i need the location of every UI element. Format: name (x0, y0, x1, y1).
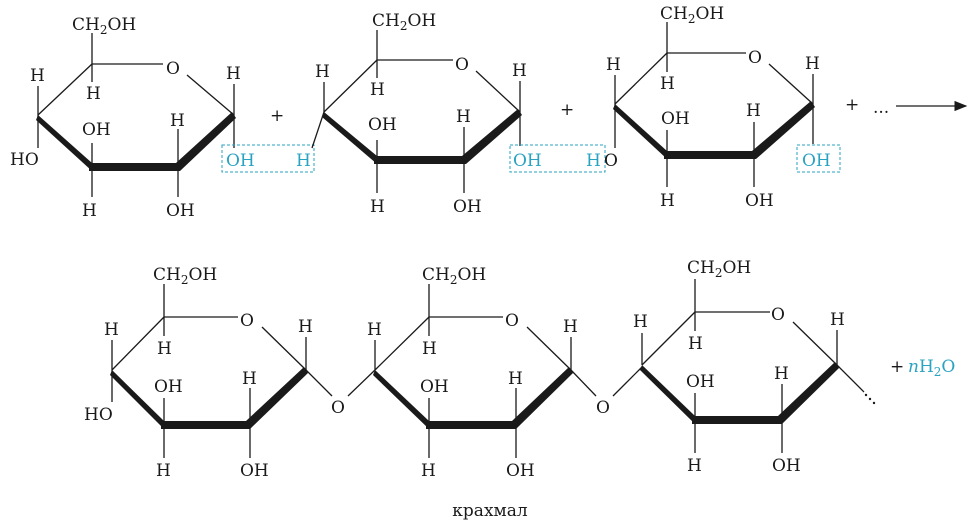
hydroxyl-label: OH (453, 197, 482, 217)
hydrogen-label: H (296, 151, 311, 171)
hydroxyl-label: OH (166, 201, 195, 221)
hydroxyl-label: OH (772, 456, 801, 476)
ring-oxygen: O (771, 305, 785, 325)
hydroxyl-label: OH (154, 377, 183, 397)
hydrogen-label: H (315, 62, 330, 82)
ring-oxygen: O (240, 311, 254, 331)
hydrogen-label: H (805, 54, 820, 74)
hydrogen-label: H (104, 320, 119, 340)
water-formula: nH2O (908, 357, 955, 379)
ring-oxygen: O (748, 48, 762, 68)
chain-continuation (864, 393, 876, 405)
glucose-ring-2 (322, 59, 522, 164)
ring-oxygen: O (505, 311, 519, 331)
caption-starch: крахмал (452, 501, 528, 521)
hydrogen-label: H (774, 364, 789, 384)
hydrogen-label: H (660, 191, 675, 211)
hydrogen-label: H (606, 55, 621, 75)
plus-sign: + (560, 100, 574, 120)
ch2oh-group: CH2OH (72, 15, 136, 37)
glucose-molecule-1: CH2OH O H H HO H OH H H OH (10, 15, 241, 221)
hydrogen-label: H (82, 201, 97, 221)
hydrogen-label: H (746, 101, 761, 121)
starch-unit-2: CH2OH O H H H OH H H OH (367, 265, 597, 481)
hydroxyl-label: OH (240, 461, 269, 481)
hydrogen-label: H (421, 461, 436, 481)
hydrogen-label: H (687, 456, 702, 476)
hydroxyl-label: OH (802, 151, 831, 171)
hydroxyl-label: HO (10, 150, 39, 170)
hydrogen-label: H (30, 66, 45, 86)
glucose-molecule-3: CH2OH O H H O H OH H H OH (604, 4, 820, 211)
hydrogen-label: H (157, 339, 172, 359)
hydrogen-label: H (86, 84, 101, 104)
hydroxyl-label: OH (368, 115, 397, 135)
plus-sign: + (890, 357, 904, 377)
hydrogen-label: H (512, 61, 527, 81)
hydrogen-label: H (660, 74, 675, 94)
plus-sign: + (270, 106, 284, 126)
ring-oxygen: O (166, 59, 180, 79)
hydrogen-label: H (422, 339, 437, 359)
starch-unit-1: CH2OH O H H HO H OH H H OH (84, 265, 333, 481)
hydrogen-label: H (367, 320, 382, 340)
ch2oh-group: CH2OH (687, 258, 751, 280)
hydroxyl-label: OH (513, 151, 542, 171)
hydroxyl-label: OH (506, 461, 535, 481)
ring-oxygen: O (604, 151, 618, 171)
glucose-ring-3 (613, 52, 815, 159)
hydrogen-label: H (170, 111, 185, 131)
hydroxyl-label: OH (420, 377, 449, 397)
hydrogen-label: H (298, 317, 313, 337)
hydrogen-label: H (563, 317, 578, 337)
starch-ring-3 (640, 311, 839, 424)
water-elimination-box-2: OH H (509, 144, 606, 173)
water-elimination-box-3: OH (796, 144, 841, 173)
hydroxyl-label: OH (686, 372, 715, 392)
plus-sign: + (845, 95, 859, 115)
ellipsis: ... (873, 98, 889, 118)
glucose-ring-1 (36, 63, 236, 171)
ch2oh-group: CH2OH (372, 11, 436, 33)
hydroxyl-label: OH (661, 109, 690, 129)
bridge-oxygen: O (331, 398, 345, 418)
ch2oh-group: CH2OH (660, 4, 724, 26)
hydrogen-label: H (226, 64, 241, 84)
hydrogen-label: H (508, 369, 523, 389)
bridge-oxygen: O (596, 398, 610, 418)
ch2oh-group: CH2OH (422, 265, 486, 287)
hydrogen-label: H (688, 334, 703, 354)
glycosidic-bridge-2: O (596, 366, 643, 418)
hydrogen-label: H (156, 461, 171, 481)
starch-ring-1 (110, 316, 308, 429)
glucose-molecule-2: CH2OH O H H H OH H H OH (311, 11, 527, 217)
hydrogen-label: H (830, 310, 845, 330)
hydrogen-label: H (370, 197, 385, 217)
hydrogen-label: H (242, 369, 257, 389)
hydrogen-label: H (633, 312, 648, 332)
hydroxyl-label: OH (226, 151, 255, 171)
hydrogen-label: H (586, 151, 601, 171)
ch2oh-group: CH2OH (153, 265, 217, 287)
water-elimination-box-1: OH H (221, 144, 315, 173)
starch-ring-2 (373, 316, 573, 429)
starch-unit-3: CH2OH O H H H OH H H OH (633, 258, 865, 476)
glycosidic-bridge-1: O (331, 369, 376, 418)
hydrogen-label: H (370, 80, 385, 100)
hydroxyl-label: OH (745, 191, 774, 211)
water-byproduct: + nH2O (890, 357, 955, 379)
hydroxyl-label: HO (84, 405, 113, 425)
hydrogen-label: H (456, 107, 471, 127)
ring-oxygen: O (455, 55, 469, 75)
hydroxyl-label: OH (82, 120, 111, 140)
